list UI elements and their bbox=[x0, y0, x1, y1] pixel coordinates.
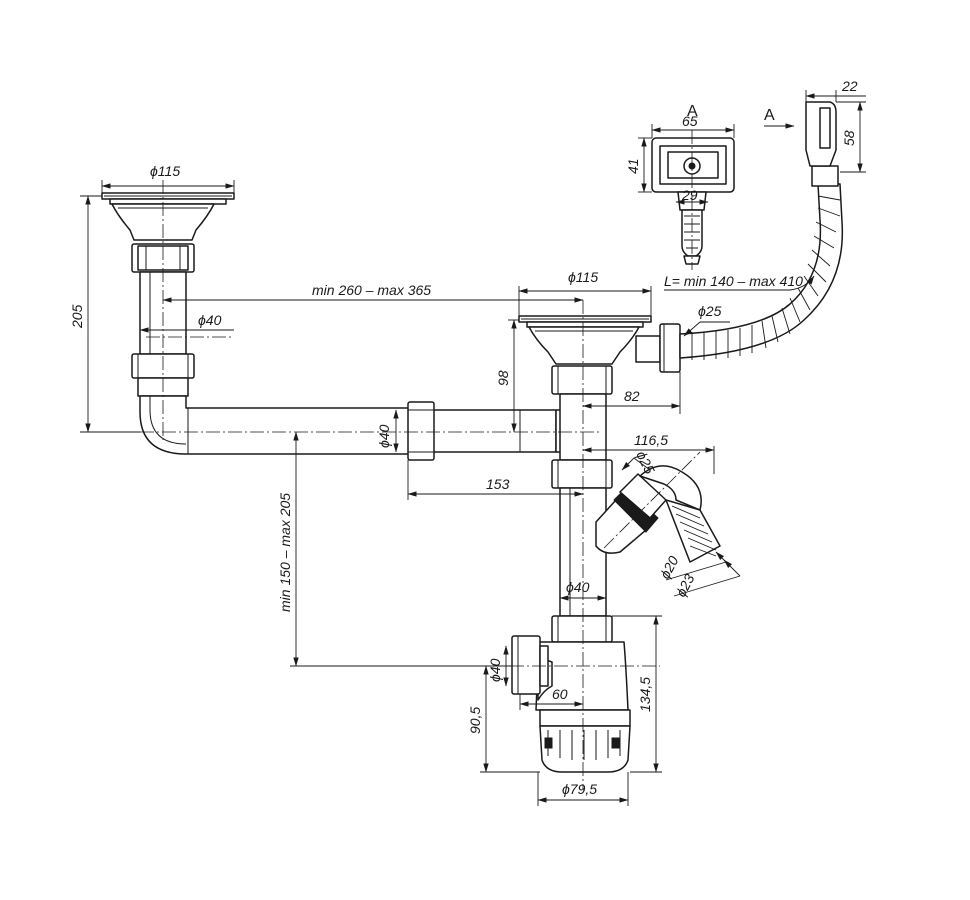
dimension-labels: A A ϕ115 205 ϕ40 min 260 – max 365 ϕ115 … bbox=[69, 78, 858, 797]
bottle-trap bbox=[535, 615, 631, 773]
label-w-60: 60 bbox=[552, 686, 568, 702]
label-span-260-365: min 260 – max 365 bbox=[312, 282, 431, 298]
label-height-205: 205 bbox=[69, 304, 85, 329]
horizontal-pipe-nut bbox=[407, 401, 435, 461]
label-overflow-h-58: 58 bbox=[841, 130, 857, 146]
left-elbow bbox=[139, 395, 411, 455]
left-sink-basket bbox=[101, 192, 235, 241]
side-hose bbox=[665, 499, 721, 563]
tee-lower-nut bbox=[551, 459, 613, 489]
label-hose-length: L= min 140 – max 410 bbox=[664, 273, 803, 289]
label-view-h-41: 41 bbox=[625, 158, 641, 174]
label-view-w-65: 65 bbox=[682, 113, 698, 129]
right-sink-basket bbox=[518, 315, 652, 365]
right-upper-nut bbox=[551, 365, 613, 395]
label-h-98: 98 bbox=[495, 370, 511, 386]
view-a-arrow-label: A bbox=[764, 107, 775, 124]
dimension-lines bbox=[80, 90, 866, 806]
overflow-head bbox=[805, 101, 839, 187]
label-w-82: 82 bbox=[624, 388, 640, 404]
side-branch-outlet bbox=[595, 465, 702, 554]
label-d-horizontal-pipe: ϕ40 bbox=[376, 424, 392, 448]
label-d-outlet: ϕ40 bbox=[487, 658, 503, 682]
view-a-title: A bbox=[687, 103, 698, 120]
view-a-overflow-face bbox=[651, 137, 735, 265]
label-d-right-basket: ϕ115 bbox=[568, 269, 598, 285]
label-d-left-pipe: ϕ40 bbox=[198, 312, 222, 328]
label-vertical-150-205: min 150 – max 205 bbox=[277, 493, 293, 612]
label-d-left-basket: ϕ115 bbox=[150, 163, 180, 179]
label-w-153: 153 bbox=[486, 476, 510, 492]
label-d-side-20: ϕ20 bbox=[657, 553, 682, 581]
corrugated-overflow-hose bbox=[679, 183, 844, 360]
overflow-connector bbox=[635, 323, 681, 373]
label-d-hose: ϕ25 bbox=[698, 303, 722, 319]
label-d-bottle: ϕ79,5 bbox=[562, 781, 597, 797]
label-h-134-5: 134,5 bbox=[637, 677, 653, 712]
label-d-vertical-pipe: ϕ40 bbox=[566, 579, 590, 595]
label-view-w-29: 29 bbox=[681, 187, 698, 203]
label-w-116-5: 116,5 bbox=[634, 432, 668, 448]
label-overflow-w-22: 22 bbox=[841, 78, 858, 94]
horizontal-connecting-pipe bbox=[431, 409, 581, 453]
label-h-90-5: 90,5 bbox=[467, 707, 483, 734]
